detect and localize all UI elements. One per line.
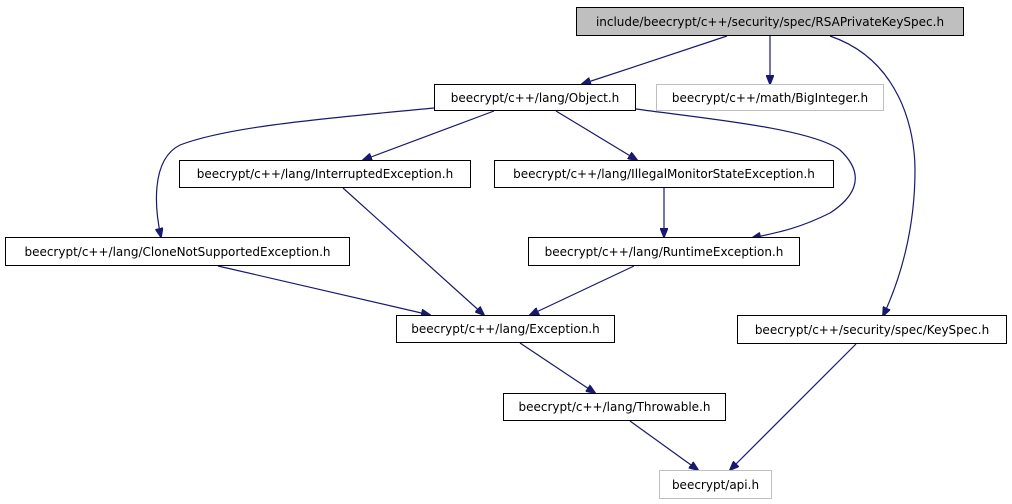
edge-keyspec-api	[730, 343, 857, 470]
node-object[interactable]: beecrypt/c++/lang/Object.h	[434, 84, 636, 111]
edge-object-runtime	[635, 108, 856, 238]
edge-object-clone	[156, 107, 435, 237]
edge-interrupted-exception	[342, 187, 484, 315]
node-interruptedexception[interactable]: beecrypt/c++/lang/InterruptedException.h	[179, 160, 471, 188]
node-runtimeexception[interactable]: beecrypt/c++/lang/RuntimeException.h	[528, 237, 800, 266]
node-biginteger[interactable]: beecrypt/c++/math/BigInteger.h	[656, 84, 884, 111]
edge-object-interrupted	[363, 110, 495, 160]
node-api[interactable]: beecrypt/api.h	[659, 470, 772, 499]
node-keyspec[interactable]: beecrypt/c++/security/spec/KeySpec.h	[737, 315, 1007, 344]
node-rsaprivatekeyspec[interactable]: include/beecrypt/c++/security/spec/RSAPr…	[576, 7, 964, 36]
edge-object-illegal	[555, 110, 637, 160]
node-exception[interactable]: beecrypt/c++/lang/Exception.h	[396, 315, 615, 343]
edge-rsa-object	[582, 35, 728, 84]
node-clonenotsupportedexception[interactable]: beecrypt/c++/lang/CloneNotSupportedExcep…	[5, 237, 350, 266]
edge-rsa-keyspec	[829, 35, 916, 316]
edge-throwable-api	[629, 420, 698, 470]
node-throwable[interactable]: beecrypt/c++/lang/Throwable.h	[503, 393, 726, 421]
edge-runtime-exception	[530, 265, 635, 315]
edge-clone-exception	[217, 265, 430, 315]
edge-exception-throwable	[519, 342, 595, 393]
node-illegalmonitorstateexception[interactable]: beecrypt/c++/lang/IllegalMonitorStateExc…	[494, 160, 834, 188]
